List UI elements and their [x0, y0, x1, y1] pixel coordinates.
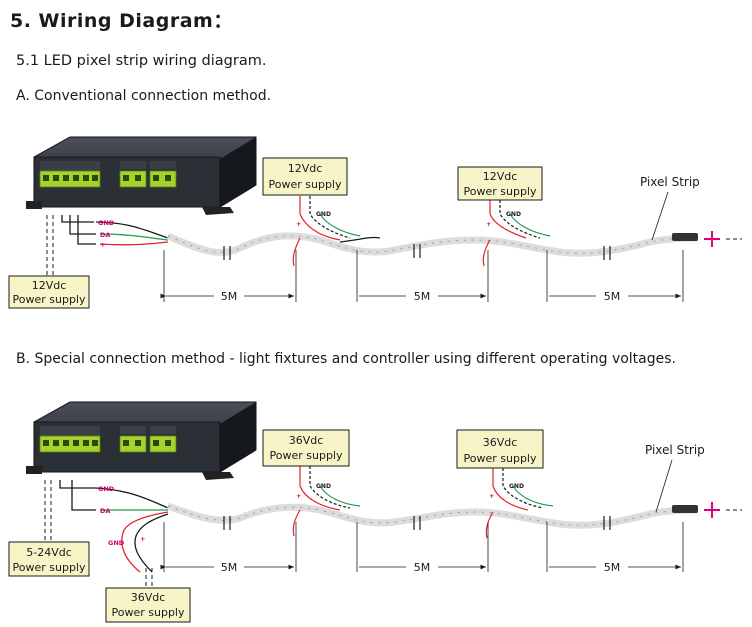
svg-text:+: + [486, 220, 491, 228]
strip-end-connector [672, 505, 698, 513]
strip-end-connector [672, 233, 698, 241]
supply-voltage: 36Vdc [131, 591, 166, 604]
svg-text:GND: GND [506, 211, 521, 218]
supply-box: 12Vdc Power supply [8, 275, 90, 309]
supply-label: Power supply [270, 449, 343, 462]
segment-length: 5M [221, 290, 238, 303]
supply-label: Power supply [13, 293, 86, 306]
section-b-diagram: GND DA GND + + GND + GND [8, 401, 742, 623]
wire-label-gnd: GND [98, 485, 115, 493]
pixel-strip-label: Pixel Strip [640, 175, 700, 189]
continue-plus-icon [704, 231, 720, 247]
segment-length: 5M [604, 561, 621, 574]
supply-voltage: 12Vdc [288, 162, 323, 175]
wire-label-plus: + [140, 535, 145, 543]
controller-device [25, 401, 257, 481]
supply-label: Power supply [13, 561, 86, 574]
segment-length: 5M [414, 290, 431, 303]
supply-label: Power supply [112, 606, 185, 619]
segment-length: 5M [221, 561, 238, 574]
svg-text:+: + [296, 492, 301, 500]
supply-box: 12Vdc Power supply [457, 166, 543, 201]
svg-text:GND: GND [509, 483, 524, 490]
segment-length: 5M [414, 561, 431, 574]
supply-voltage: 36Vdc [289, 434, 324, 447]
svg-text:GND: GND [316, 483, 331, 490]
controller-device [25, 136, 257, 216]
supply-label: Power supply [464, 452, 537, 465]
supply-box: 5-24Vdc Power supply [8, 541, 90, 577]
supply-voltage: 36Vdc [483, 436, 518, 449]
continue-plus-icon [704, 502, 720, 518]
section-a-diagram: GND DA + + GND + GND [8, 136, 742, 309]
pixel-strip [166, 232, 699, 257]
svg-text:GND: GND [316, 211, 331, 218]
svg-text:+: + [489, 492, 494, 500]
pixel-strip [166, 502, 699, 529]
supply-box: 36Vdc Power supply [105, 587, 191, 623]
wire-label-da: DA [100, 231, 110, 239]
section-a-title: A. Conventional connection method. [16, 88, 272, 104]
section-b-title: B. Special connection method - light fix… [16, 351, 676, 367]
supply-voltage: 12Vdc [483, 170, 518, 183]
wire-label-da: DA [100, 507, 110, 515]
supply-box: 36Vdc Power supply [262, 429, 350, 467]
wire-label-gnd: GND [98, 219, 115, 227]
supply-box: 36Vdc Power supply [456, 429, 544, 469]
wire-label-plus: + [100, 241, 105, 249]
supply-voltage: 12Vdc [32, 279, 67, 292]
section-subheading: 5.1 LED pixel strip wiring diagram. [16, 53, 267, 69]
supply-label: Power supply [269, 178, 342, 191]
pixel-strip-label: Pixel Strip [645, 443, 705, 457]
page-heading: 5. Wiring Diagram： [10, 10, 233, 32]
wire-label-gnd2: GND [108, 539, 125, 547]
supply-voltage: 5-24Vdc [26, 546, 72, 559]
svg-text:+: + [296, 220, 301, 228]
segment-length: 5M [604, 290, 621, 303]
supply-label: Power supply [464, 185, 537, 198]
supply-box: 12Vdc Power supply [262, 157, 348, 196]
